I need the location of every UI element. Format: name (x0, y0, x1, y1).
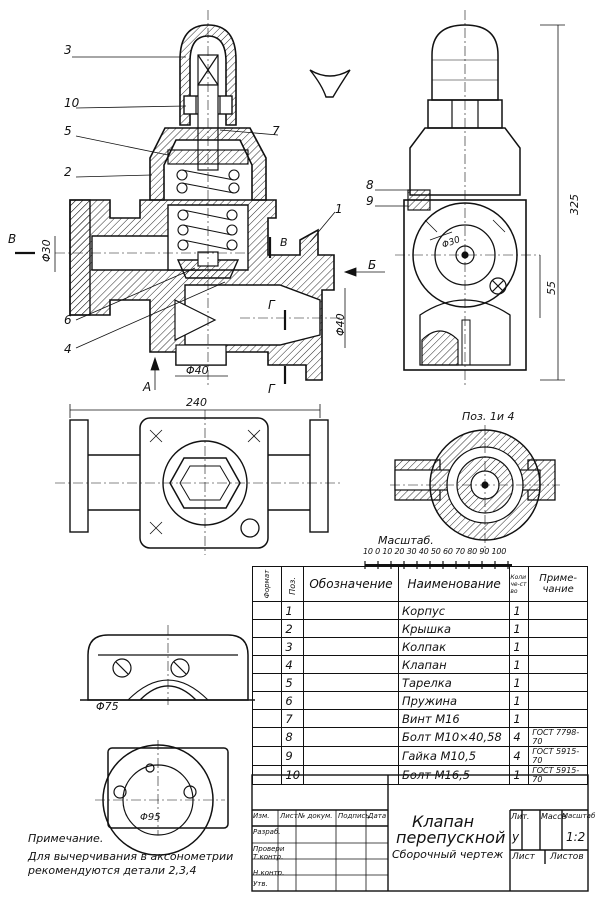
dim-240: 240 (186, 396, 207, 409)
tb-col-list: Лист (280, 812, 298, 820)
top-view (55, 410, 340, 555)
section-mark-b-right: В (280, 236, 288, 249)
leader-7: 7 (272, 124, 280, 138)
tb-col-doc: № докум. (298, 812, 333, 820)
view-caption: Поз. 1и 4 (462, 410, 515, 423)
title-lit-value: у (512, 830, 520, 844)
dim-d40-bottom: Φ40 (186, 364, 209, 377)
section-mark-g-top: Г (268, 298, 275, 312)
front-dimension-lines (15, 236, 385, 418)
leader-2: 2 (64, 165, 72, 179)
leader-3: 3 (64, 43, 72, 57)
note-line-1: Для вычерчивания в аксонометрии (28, 850, 234, 863)
title-sheets: Листов (550, 852, 584, 862)
side-view (395, 10, 565, 385)
tb-row-izm: Изм. (253, 812, 270, 820)
leader-6: 6 (64, 313, 72, 327)
specification-table: Формат Поз. Обозначение Наименование Кол… (251, 566, 588, 785)
leader-8: 8 (366, 178, 374, 192)
part-2-view (80, 625, 255, 705)
star-handle-sketch (309, 69, 351, 98)
header-qty: Количе-ство (509, 566, 530, 602)
tb-row-tkontr: Т.контр. (253, 853, 284, 861)
leader-10: 10 (64, 96, 80, 110)
header-format: Формат (263, 569, 272, 599)
title-sheet: Лист (512, 852, 535, 862)
title-scale-label: Масштаб (562, 812, 596, 820)
tb-col-sign: Подпись (338, 812, 370, 820)
spec-header-row: Формат Поз. Обозначение Наименование Кол… (251, 566, 588, 602)
header-pos: Поз. (288, 576, 298, 595)
title-mass: Масса (541, 812, 567, 821)
front-section-view (55, 10, 345, 385)
header-name: Наименование (397, 566, 511, 602)
section-mark-g-bottom: Г (268, 382, 275, 396)
dim-d75: Φ75 (96, 700, 119, 713)
header-note: Приме-чание (528, 566, 588, 602)
note-heading: Примечание. (28, 832, 104, 845)
note-line-2: рекомендуются детали 2,3,4 (28, 864, 197, 877)
arrow-b-label: Б (368, 258, 377, 272)
section-mark-b-left: В (8, 232, 17, 246)
dim-55: 55 (545, 281, 558, 295)
arrow-a-label: А (143, 380, 152, 394)
dim-d30: Φ30 (40, 239, 53, 262)
dim-d40-side: Φ40 (334, 313, 347, 336)
title-subtitle: Сборочный чертеж (392, 848, 504, 861)
title-line-2: перепускной (396, 828, 506, 847)
scale-label: Масштаб. (378, 534, 434, 547)
leader-1: 1 (335, 202, 343, 216)
leader-9: 9 (366, 194, 374, 208)
section-view-pos-1-4 (390, 425, 560, 548)
leader-5: 5 (64, 124, 72, 138)
part-4-view (95, 740, 229, 856)
title-lit: Лит. (511, 812, 530, 821)
header-designation: Обозначение (303, 566, 399, 602)
tb-row-razrab: Разраб. (253, 828, 281, 836)
scale-ticks: 10 0 10 20 30 40 50 60 70 80 90 100 (363, 547, 507, 556)
tb-row-proveril: Провери (253, 845, 285, 853)
dim-d95: Φ95 (140, 812, 161, 823)
dim-325: 325 (568, 194, 581, 215)
leader-4: 4 (64, 342, 72, 356)
title-line-1: Клапан (412, 812, 475, 831)
tb-col-date: Дата (368, 812, 387, 820)
tb-row-nkontr: Н.контр. (253, 869, 285, 877)
leader-lines (72, 56, 408, 349)
tb-row-utv: Утв. (253, 880, 268, 888)
title-scale-value: 1:2 (566, 830, 586, 844)
